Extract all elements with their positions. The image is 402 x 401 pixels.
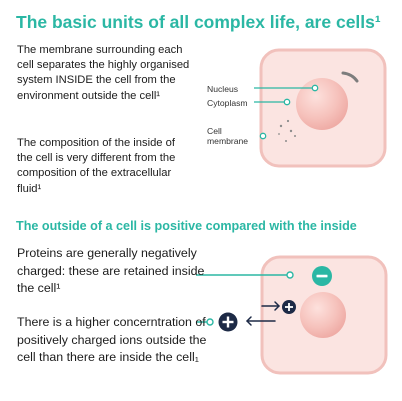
ion-pointer bbox=[196, 318, 214, 326]
proteins-description: Proteins are generally negatively charge… bbox=[17, 246, 205, 296]
section-subtitle: The outside of a cell is positive compar… bbox=[16, 219, 357, 233]
cytoplasm-label: Cytoplasm bbox=[207, 98, 248, 108]
ions-description: There is a higher concerntration of posi… bbox=[17, 315, 207, 365]
nucleus-label: Nucleus bbox=[207, 84, 239, 94]
positive-charge-outside-icon bbox=[218, 312, 238, 332]
positive-charge-membrane-icon bbox=[282, 300, 296, 314]
negative-charge-icon bbox=[312, 266, 332, 286]
bottom-cell bbox=[260, 255, 388, 375]
top-cell bbox=[259, 48, 387, 168]
membrane-description: The membrane surrounding each cell separ… bbox=[17, 44, 190, 102]
cytoplasm-dots bbox=[278, 119, 296, 142]
nucleus-shape-2 bbox=[300, 292, 346, 338]
organelle-shape bbox=[341, 71, 359, 83]
main-title: The basic units of all complex life, are… bbox=[16, 12, 381, 32]
protein-pointer bbox=[196, 271, 294, 279]
label-pointers bbox=[254, 84, 319, 140]
nucleus-shape bbox=[296, 78, 348, 130]
ion-arrows bbox=[246, 301, 280, 326]
composition-description: The composition of the inside of the cel… bbox=[17, 137, 176, 195]
cell-membrane-label: Cell membrane bbox=[207, 126, 249, 146]
